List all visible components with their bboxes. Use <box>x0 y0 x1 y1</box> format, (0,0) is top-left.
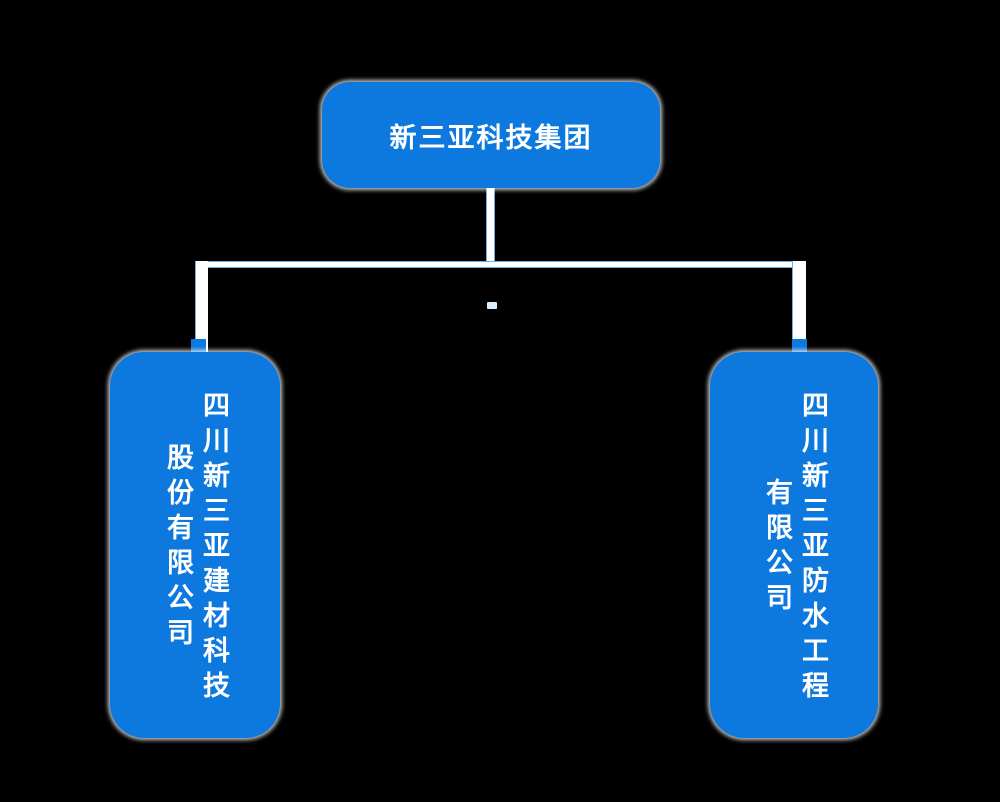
connector-crossbar <box>195 261 796 268</box>
connector-notch-right <box>792 339 807 353</box>
connector-drop-left <box>195 261 208 353</box>
connector-stem <box>486 188 495 263</box>
org-node-root-label: 新三亚科技集团 <box>389 122 593 154</box>
connector-drop-right <box>792 261 806 353</box>
org-node-subsidiary-right[interactable]: 四川新三亚防水工程 有限公司 <box>710 352 878 738</box>
org-node-root[interactable]: 新三亚科技集团 <box>322 82 660 188</box>
label-line: 股份有限公司 <box>162 443 193 653</box>
label-line: 四川新三亚建材科技 <box>198 390 229 706</box>
org-node-subsidiary-right-label: 四川新三亚防水工程 有限公司 <box>758 352 830 738</box>
label-line: 有限公司 <box>761 478 792 618</box>
connector-dot <box>487 302 497 309</box>
connector-notch-left <box>191 339 206 353</box>
org-node-subsidiary-left[interactable]: 四川新三亚建材科技 股份有限公司 <box>110 352 280 738</box>
org-node-subsidiary-left-label: 四川新三亚建材科技 股份有限公司 <box>159 352 231 738</box>
label-line: 四川新三亚防水工程 <box>797 390 828 706</box>
